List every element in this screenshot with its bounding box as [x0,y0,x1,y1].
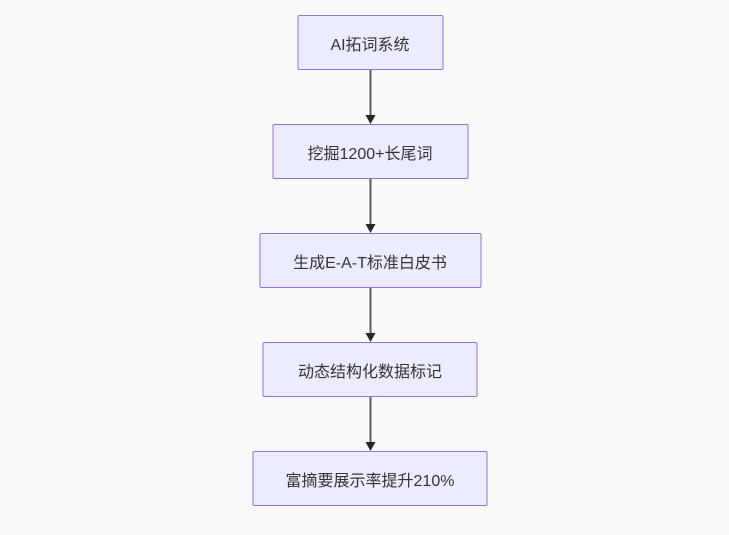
flow-node-label: 挖掘1200+长尾词 [307,145,433,163]
flow-edge-2 [365,179,375,233]
flow-node-label: AI拓词系统 [330,36,410,54]
flow-node-label: 动态结构化数据标记 [297,363,442,381]
flow-node-label: 生成E-A-T标准白皮书 [293,254,447,272]
arrowhead-down-icon [365,442,375,451]
edge-line [369,179,371,225]
arrowhead-down-icon [365,333,375,342]
edge-line [369,397,371,443]
arrowhead-down-icon [365,224,375,233]
flow-node-label: 富摘要展示率提升210% [285,472,455,490]
flow-node-rich-snippet-rate-increase: 富摘要展示率提升210% [252,451,488,506]
flow-edge-1 [365,70,375,124]
flow-edge-4 [365,397,375,451]
edge-line [369,70,371,116]
arrowhead-down-icon [365,115,375,124]
edge-line [369,288,371,334]
flow-node-mine-longtail-keywords: 挖掘1200+长尾词 [272,124,468,179]
flow-edge-3 [365,288,375,342]
flow-node-generate-eat-whitepaper: 生成E-A-T标准白皮书 [259,233,481,288]
flowchart-canvas: AI拓词系统 挖掘1200+长尾词 生成E-A-T标准白皮书 动态结构化数据标记… [252,15,488,506]
flow-node-dynamic-structured-data-markup: 动态结构化数据标记 [262,342,478,397]
flow-node-ai-word-expansion-system: AI拓词系统 [297,15,443,70]
